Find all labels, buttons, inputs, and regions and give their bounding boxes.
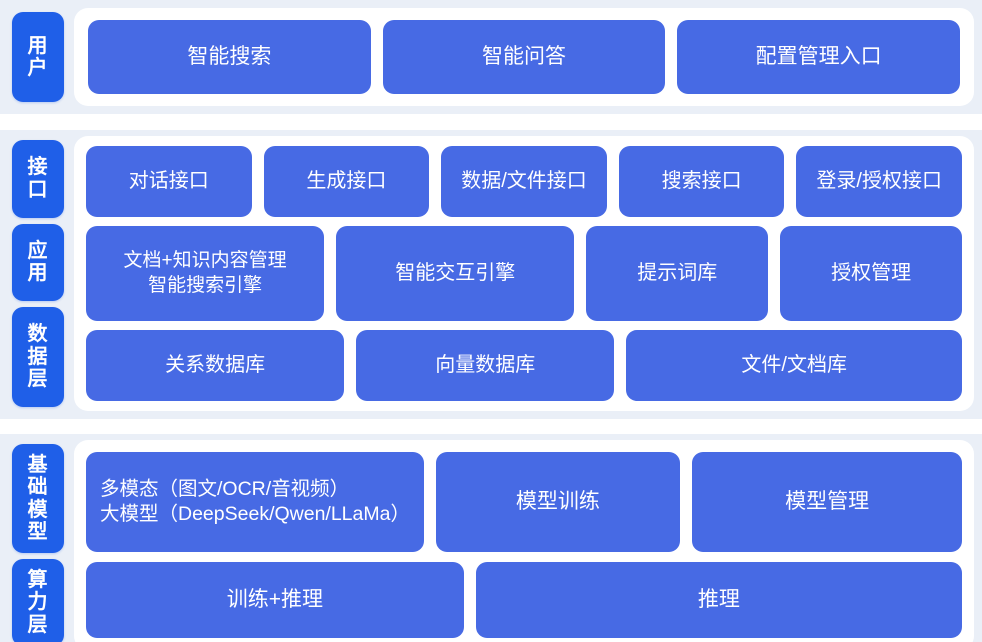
section-bottom: 基础模型 算力层 多模态（图文/OCR/音视频） 大模型（DeepSeek/Qw… (0, 440, 982, 642)
spacer-mid-top (0, 130, 982, 136)
tab-column-bottom: 基础模型 算力层 (12, 440, 64, 642)
box-file-document-store[interactable]: 文件/文档库 (626, 329, 962, 402)
box-multimodal-large-model[interactable]: 多模态（图文/OCR/音视频） 大模型（DeepSeek/Qwen/LLaMa） (86, 452, 424, 552)
box-smart-search[interactable]: 智能搜索 (88, 20, 371, 94)
layer-tab-user-label: 用户 (27, 34, 49, 79)
section-middle: 接口 应用 数据层 对话接口 生成接口 数据/文件接口 搜索接口 登录/授权接口… (0, 136, 982, 411)
box-smart-interaction-engine[interactable]: 智能交互引擎 (336, 226, 575, 321)
row-applications: 文档+知识内容管理 智能搜索引擎 智能交互引擎 提示词库 授权管理 (86, 226, 962, 321)
panel-bottom: 多模态（图文/OCR/音视频） 大模型（DeepSeek/Qwen/LLaMa）… (74, 440, 974, 642)
box-dialog-interface[interactable]: 对话接口 (86, 146, 252, 218)
row-foundation-models: 多模态（图文/OCR/音视频） 大模型（DeepSeek/Qwen/LLaMa）… (86, 452, 963, 552)
tab-column-user: 用户 (12, 8, 64, 106)
box-smart-qa[interactable]: 智能问答 (382, 20, 666, 94)
box-doc-knowledge-management[interactable]: 文档+知识内容管理 智能搜索引擎 (86, 226, 325, 321)
box-config-management-entry[interactable]: 配置管理入口 (677, 20, 961, 94)
spacer-bottom-top (0, 434, 982, 440)
row-compute: 训练+推理 推理 (86, 561, 962, 638)
separator-band-1 (0, 114, 982, 130)
layer-tab-foundation-model[interactable]: 基础模型 (12, 444, 64, 554)
box-vector-database[interactable]: 向量数据库 (356, 329, 615, 402)
box-inference[interactable]: 推理 (475, 561, 962, 638)
box-search-interface[interactable]: 搜索接口 (618, 146, 785, 218)
layer-tab-compute-label: 算力层 (27, 569, 49, 636)
box-training-plus-inference[interactable]: 训练+推理 (86, 561, 464, 638)
layer-tab-application-label: 应用 (27, 239, 49, 285)
box-data-file-interface[interactable]: 数据/文件接口 (441, 146, 607, 218)
row-data-stores: 关系数据库 向量数据库 文件/文档库 (86, 329, 962, 402)
layer-tab-data[interactable]: 数据层 (12, 307, 64, 407)
row-interfaces: 对话接口 生成接口 数据/文件接口 搜索接口 登录/授权接口 (86, 146, 962, 218)
spacer-top (0, 0, 982, 8)
panel-middle: 对话接口 生成接口 数据/文件接口 搜索接口 登录/授权接口 文档+知识内容管理… (74, 136, 974, 411)
layer-tab-interface[interactable]: 接口 (12, 140, 64, 218)
layer-tab-application[interactable]: 应用 (12, 223, 64, 302)
box-authorization-management[interactable]: 授权管理 (780, 226, 962, 321)
spacer-mid-bottom (0, 411, 982, 419)
layer-tab-data-label: 数据层 (27, 323, 49, 391)
panel-user: 智能搜索 智能问答 配置管理入口 (74, 8, 974, 106)
layer-tab-compute[interactable]: 算力层 (12, 559, 64, 642)
box-model-training[interactable]: 模型训练 (435, 452, 681, 552)
separator-band-2 (0, 419, 982, 434)
spacer-user-bottom (0, 106, 982, 114)
layer-tab-foundation-model-label: 基础模型 (27, 453, 49, 543)
box-model-management[interactable]: 模型管理 (692, 452, 963, 552)
layer-tab-user[interactable]: 用户 (12, 12, 64, 102)
section-user: 用户 智能搜索 智能问答 配置管理入口 (0, 8, 982, 106)
layer-tab-interface-label: 接口 (27, 156, 49, 201)
box-generation-interface[interactable]: 生成接口 (263, 146, 430, 218)
box-prompt-library[interactable]: 提示词库 (586, 226, 769, 321)
box-relational-database[interactable]: 关系数据库 (86, 329, 345, 402)
box-login-auth-interface[interactable]: 登录/授权接口 (796, 146, 962, 218)
tab-column-middle: 接口 应用 数据层 (12, 136, 64, 411)
row-user-entries: 智能搜索 智能问答 配置管理入口 (88, 20, 961, 94)
